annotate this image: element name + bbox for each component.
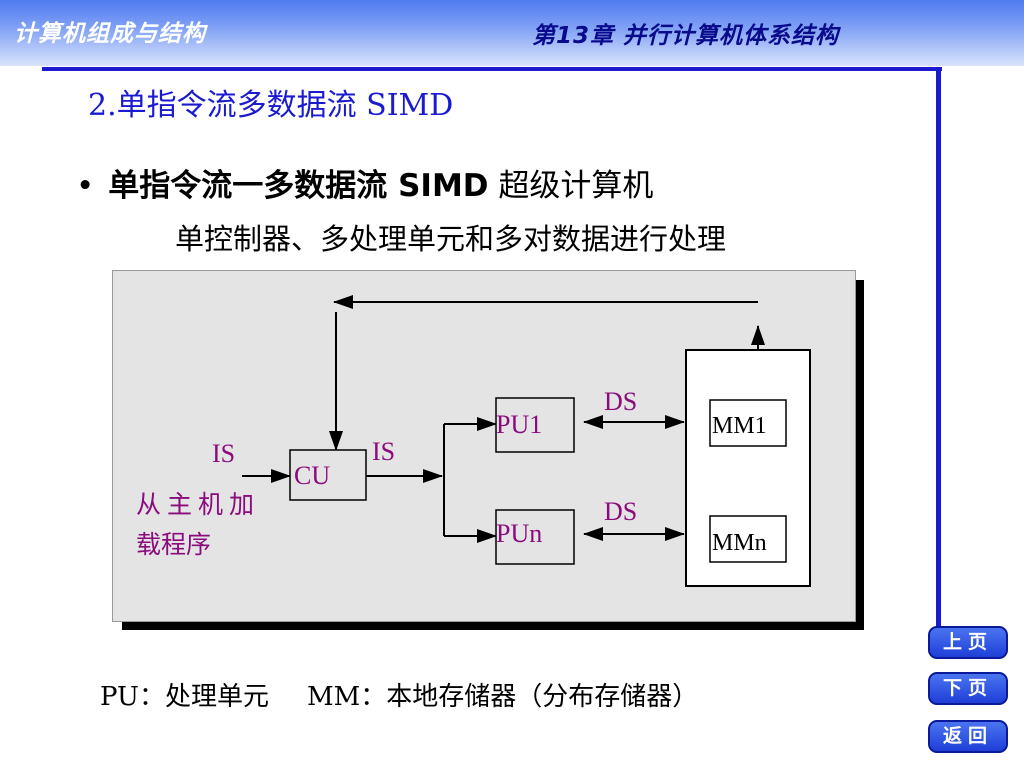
bullet-normal-text: 超级计算机	[488, 168, 654, 204]
description-line: 单控制器、多处理单元和多对数据进行处理	[175, 222, 727, 256]
cu-label: CU	[294, 461, 330, 490]
bullet-marker: •	[76, 168, 95, 204]
is-output-label: IS	[372, 437, 395, 466]
header-banner: 计算机组成与结构 第13章 并行计算机体系结构	[0, 0, 1024, 66]
frame-right-line	[936, 67, 941, 642]
prev-page-button[interactable]: 上页	[928, 626, 1008, 659]
bullet-item: • 单指令流一多数据流 SIMD 超级计算机	[76, 160, 653, 205]
dsn-label: DS	[604, 497, 637, 526]
is-input-label: IS	[212, 439, 235, 468]
ds1-label: DS	[604, 387, 637, 416]
legend-mm: MM：本地存储器（分布存储器）	[306, 682, 699, 712]
chapter-title: 第13章 并行计算机体系结构	[532, 23, 840, 49]
pun-label: PUn	[496, 519, 542, 548]
course-title: 计算机组成与结构	[14, 21, 206, 47]
bullet-bold-text: 单指令流一多数据流 SIMD	[108, 168, 489, 204]
back-button[interactable]: 返回	[928, 720, 1008, 753]
mm1-box	[709, 399, 787, 447]
host-load-label-line1: 从主机加	[136, 490, 260, 519]
section-title: 2.单指令流多数据流 SIMD	[88, 88, 454, 123]
pu1-box	[495, 397, 575, 453]
section-title-box	[78, 72, 886, 126]
mmn-box	[709, 515, 787, 563]
mm1-label: MM1	[712, 413, 767, 439]
legend-pu: PU：处理单元	[100, 682, 269, 712]
mmn-label: MMn	[712, 530, 767, 556]
pu1-label: PU1	[496, 410, 542, 439]
next-page-button[interactable]: 下页	[928, 672, 1008, 705]
simd-diagram: CU IS 从主机加 载程序 IS PU1 PUn DS DS MM1 MMn	[136, 295, 811, 587]
legend-line: PU：处理单元 MM：本地存储器（分布存储器）	[100, 676, 698, 713]
host-load-label-line2: 载程序	[136, 530, 211, 559]
frame-top-line	[42, 67, 942, 71]
pun-box	[495, 509, 575, 565]
